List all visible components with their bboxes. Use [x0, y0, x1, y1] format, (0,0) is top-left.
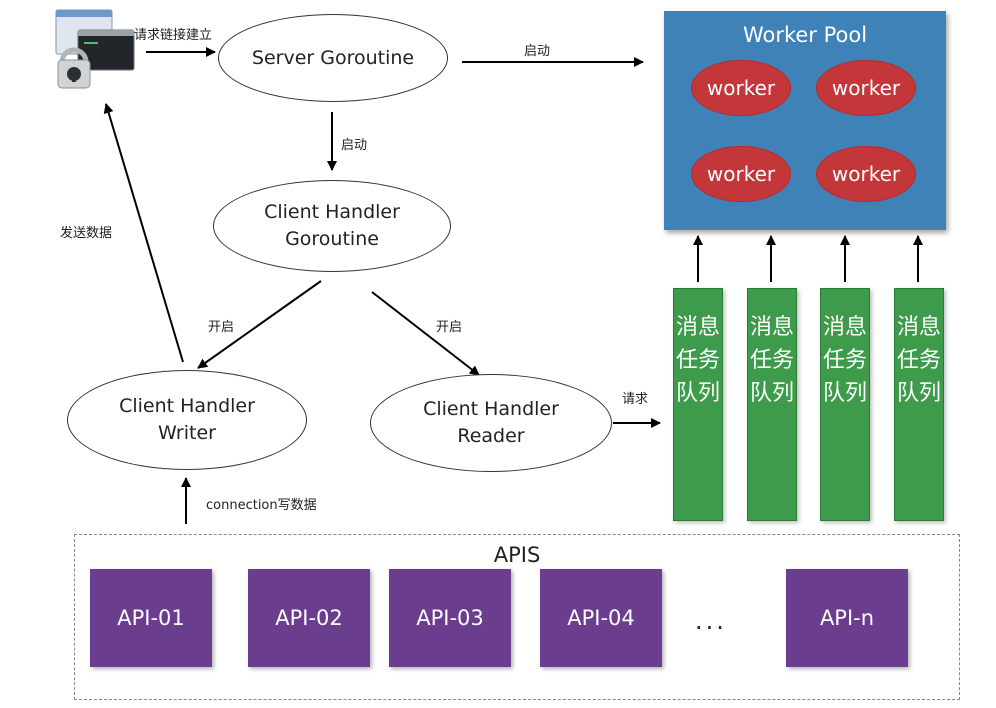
label-server-to-pool: 启动 [524, 44, 551, 59]
terminal-lock-icon [55, 9, 135, 89]
client-handler-reader-label-1: Client Handler [423, 398, 559, 420]
client-handler-writer-label-2: Writer [158, 422, 216, 444]
apis-ellipsis: ... [695, 607, 727, 635]
client-handler-writer-node: Client Handler Writer [67, 370, 307, 470]
client-handler-goroutine-label-2: Goroutine [285, 228, 379, 250]
message-queue-4: 消息任务队列 [894, 288, 944, 521]
message-queue-3: 消息任务队列 [820, 288, 870, 521]
label-connect-request: 请求链接建立 [134, 28, 213, 43]
api-box-02: API-02 [248, 569, 370, 667]
message-queue-2: 消息任务队列 [747, 288, 797, 521]
worker-3: worker [691, 146, 791, 202]
arrow-handler-to-writer [197, 280, 322, 369]
label-open-reader: 开启 [436, 320, 463, 335]
message-queue-1: 消息任务队列 [673, 288, 723, 521]
server-goroutine-label: Server Goroutine [251, 46, 415, 69]
api-box-n: API-n [786, 569, 908, 667]
api-box-03: API-03 [389, 569, 511, 667]
server-goroutine-node: Server Goroutine [218, 14, 448, 102]
label-send-data: 发送数据 [60, 226, 113, 241]
api-box-01: API-01 [90, 569, 212, 667]
worker-4: worker [816, 146, 916, 202]
worker-pool: Worker Pool worker worker worker worker [664, 11, 946, 230]
label-reader-request: 请求 [622, 392, 649, 407]
worker-2: worker [816, 60, 916, 116]
worker-1: worker [691, 60, 791, 116]
client-handler-goroutine-node: Client Handler Goroutine [213, 180, 451, 272]
api-box-04: API-04 [540, 569, 662, 667]
arrow-writer-to-client [103, 103, 184, 363]
arrow-handler-to-reader [371, 291, 480, 376]
client-handler-reader-node: Client Handler Reader [370, 374, 612, 472]
label-open-writer: 开启 [208, 320, 235, 335]
worker-pool-title: Worker Pool [742, 23, 868, 47]
apis-title: APIS [493, 543, 541, 567]
label-server-to-handler: 启动 [341, 138, 368, 153]
client-handler-reader-label-2: Reader [457, 425, 525, 447]
client-handler-goroutine-label-1: Client Handler [264, 201, 400, 223]
client-handler-writer-label-1: Client Handler [119, 395, 255, 417]
label-connection-write: connection写数据 [206, 498, 317, 513]
apis-container: APIS [74, 534, 960, 700]
